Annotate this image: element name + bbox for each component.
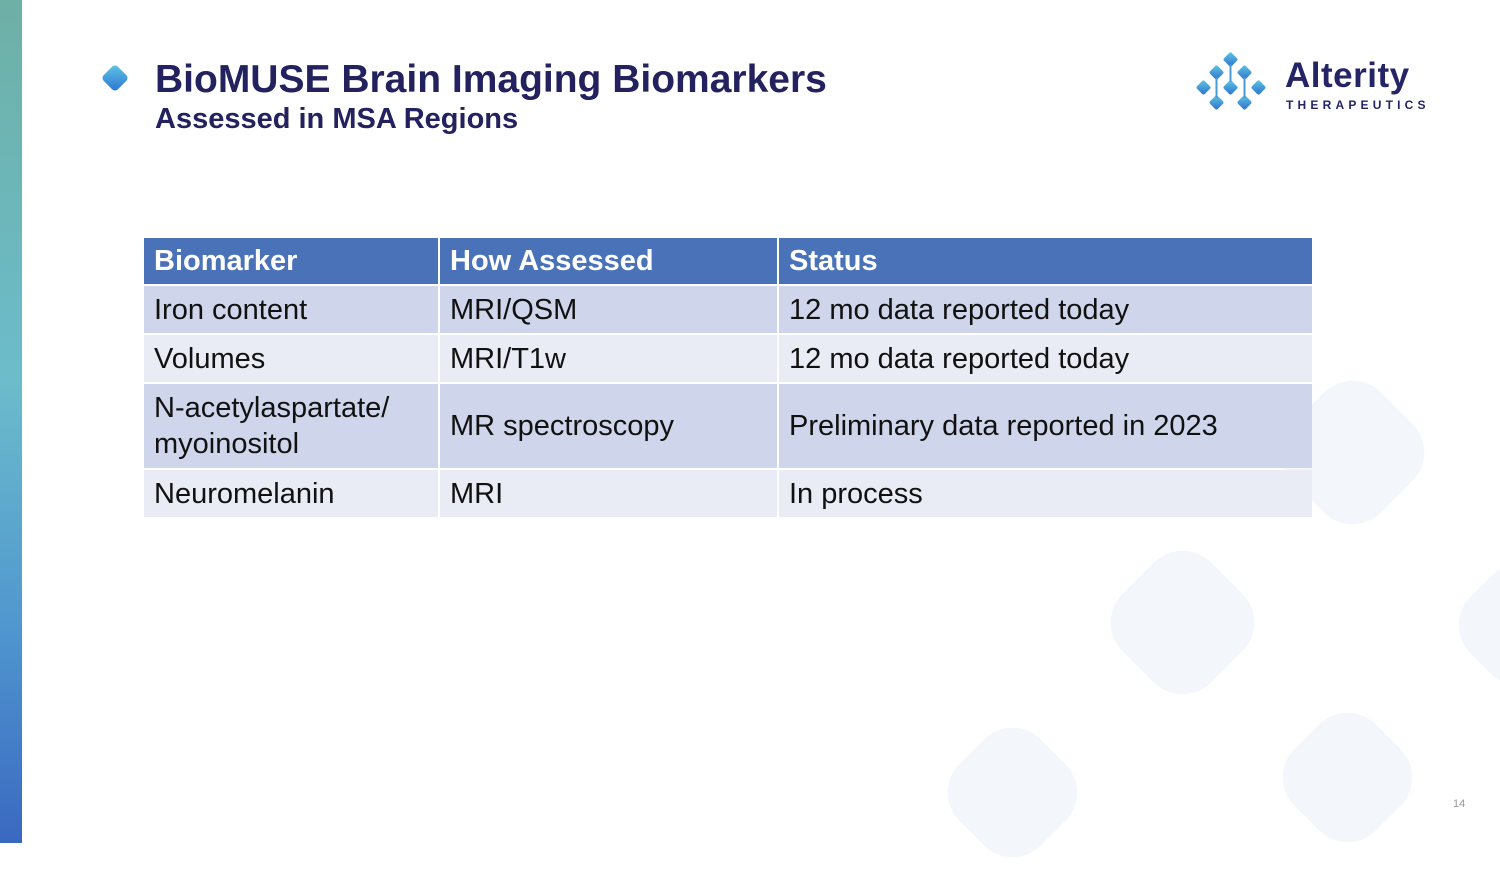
slide-subtitle: Assessed in MSA Regions	[155, 103, 519, 135]
logo-mark-icon	[1196, 52, 1266, 110]
logo-tagline: THERAPEUTICS	[1286, 98, 1430, 112]
cell-how-assessed: MRI/QSM	[440, 286, 777, 333]
table-row: N-acetylaspartate/ myoinositol MR spectr…	[144, 384, 1312, 468]
accent-sidebar	[0, 0, 22, 843]
background-diamond	[1442, 547, 1500, 703]
cell-status: In process	[779, 470, 1312, 517]
biomarker-table: Biomarker How Assessed Status Iron conte…	[142, 236, 1314, 519]
company-logo: Alterity THERAPEUTICS	[1195, 52, 1435, 116]
background-diamond	[1094, 534, 1271, 711]
cell-how-assessed: MR spectroscopy	[440, 384, 777, 468]
cell-status: Preliminary data reported in 2023	[779, 384, 1312, 468]
cell-how-assessed: MRI	[440, 470, 777, 517]
cell-biomarker: Volumes	[144, 335, 438, 382]
cell-status: 12 mo data reported today	[779, 335, 1312, 382]
column-header-status: Status	[779, 238, 1312, 284]
cell-biomarker: Neuromelanin	[144, 470, 438, 517]
logo-name: Alterity	[1285, 56, 1410, 95]
cell-biomarker: Iron content	[144, 286, 438, 333]
background-diamond	[1266, 696, 1429, 859]
table-row: Volumes MRI/T1w 12 mo data reported toda…	[144, 335, 1312, 382]
column-header-biomarker: Biomarker	[144, 238, 438, 284]
page-number: 14	[1453, 798, 1466, 810]
table-row: Iron content MRI/QSM 12 mo data reported…	[144, 286, 1312, 333]
background-diamond	[931, 711, 1094, 874]
table-row: Neuromelanin MRI In process	[144, 470, 1312, 517]
slide-title: BioMUSE Brain Imaging Biomarkers	[155, 58, 827, 101]
title-bullet-icon	[100, 63, 130, 93]
cell-how-assessed: MRI/T1w	[440, 335, 777, 382]
table-header-row: Biomarker How Assessed Status	[144, 238, 1312, 284]
column-header-how-assessed: How Assessed	[440, 238, 777, 284]
cell-biomarker: N-acetylaspartate/ myoinositol	[144, 384, 438, 468]
cell-status: 12 mo data reported today	[779, 286, 1312, 333]
